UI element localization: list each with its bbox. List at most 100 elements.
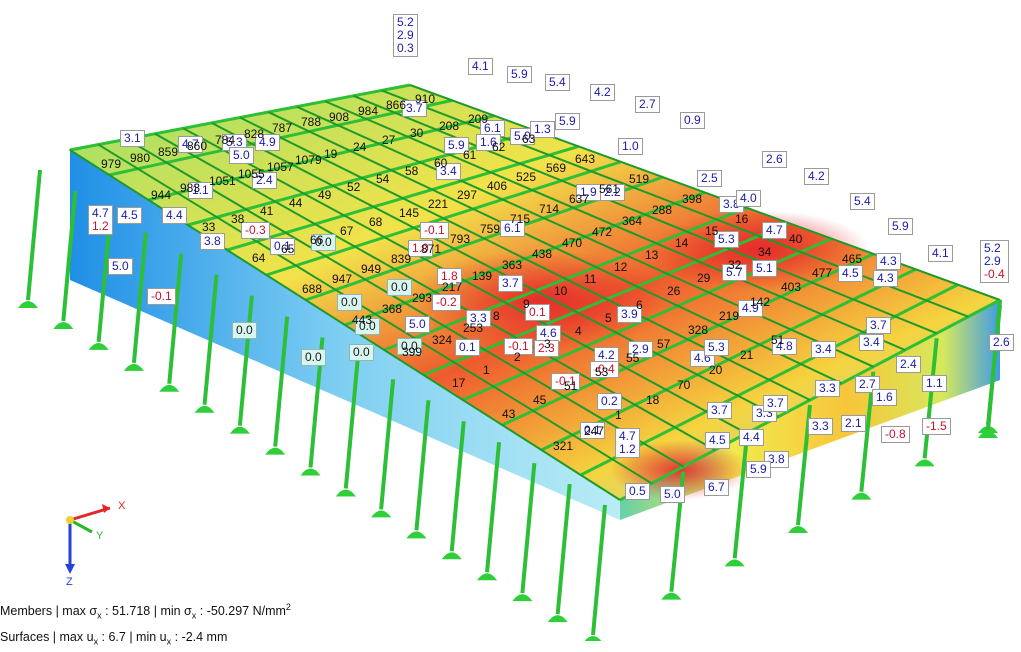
column	[584, 504, 607, 641]
support-icon	[18, 301, 38, 308]
support-icon	[441, 552, 462, 560]
result-value-label: 3.4	[811, 341, 836, 358]
members-legend-line: Members | max σx : 51.718 | min σx : -50…	[0, 602, 291, 621]
result-value-label: 3.7	[402, 100, 427, 117]
column	[18, 169, 42, 308]
result-value-label: 4.4	[162, 207, 187, 224]
member-number: 288	[652, 203, 673, 217]
support-icon	[300, 468, 321, 476]
member-number: 839	[391, 252, 412, 266]
result-value-label: 0.0	[387, 279, 412, 296]
member-number: 60	[434, 156, 448, 170]
member-number: 51	[564, 379, 578, 393]
result-value-label: -0.1	[504, 338, 533, 355]
result-value-label: 4.0	[736, 190, 761, 207]
member-number: 793	[450, 232, 471, 246]
result-value-label: 2.4	[252, 172, 277, 189]
column	[159, 253, 184, 392]
member-number: 54	[376, 172, 390, 186]
member-number: 321	[553, 439, 574, 453]
member-number: 209	[468, 112, 489, 126]
result-value-label: -0.1	[551, 373, 580, 390]
roof-rafter	[324, 100, 906, 351]
roof-rafter	[126, 138, 684, 468]
member-number: 983	[180, 181, 201, 195]
result-value-label: 0.1	[455, 339, 480, 356]
result-value-label: 4.9	[255, 134, 280, 151]
column	[123, 232, 148, 371]
member-number: 43	[502, 407, 516, 421]
member-number: 58	[405, 164, 419, 178]
member-number: 10	[554, 284, 568, 298]
result-value-label: 5.0	[405, 316, 430, 333]
member-number: 908	[329, 110, 350, 124]
column	[512, 462, 537, 602]
member-number: 13	[645, 248, 659, 262]
result-value-label: 1.3	[530, 121, 555, 138]
member-number: 3	[544, 337, 551, 351]
column	[371, 379, 396, 518]
member-number: 828	[244, 127, 265, 141]
support-icon	[371, 510, 392, 518]
member-number: 5	[605, 311, 612, 325]
member-number: 944	[151, 188, 172, 202]
roof-rafter	[97, 143, 653, 485]
member-number: 1057	[267, 160, 294, 174]
member-number: 9	[523, 297, 530, 311]
member-number: 364	[622, 214, 643, 228]
result-value-label: 0.0	[232, 322, 257, 339]
member-number: 247	[584, 424, 605, 438]
member-number: 208	[439, 119, 460, 133]
result-value-label: -1.5	[922, 418, 951, 435]
result-value-label: 5.9	[746, 461, 771, 478]
result-value-label: 2.2	[600, 184, 625, 201]
support-icon	[584, 636, 602, 641]
result-value-label: 3.3	[466, 310, 491, 327]
result-value-label: 2.9	[628, 341, 653, 358]
member-number: 67	[340, 224, 354, 238]
member-number: 866	[386, 98, 407, 112]
support-icon	[88, 342, 109, 350]
result-value-label: 6.1	[500, 220, 525, 237]
axis-triad	[65, 504, 111, 574]
result-value-label: 2.5	[697, 170, 722, 187]
roof-rafter	[267, 111, 843, 385]
result-value-label: 1.0	[408, 240, 433, 257]
member-number: 32	[728, 258, 742, 272]
result-value-label: -0.1	[420, 222, 449, 239]
member-number: 34	[758, 245, 772, 259]
result-value-label: 2.6	[989, 334, 1014, 351]
member-number: 61	[463, 148, 477, 162]
result-value-label: 3.1	[120, 130, 145, 147]
column	[477, 442, 502, 581]
member-number: 221	[428, 197, 449, 211]
member-number: 19	[324, 147, 338, 161]
member-number: 399	[402, 345, 423, 359]
result-value-label: 1.1	[922, 375, 947, 392]
member-number: 949	[361, 262, 382, 276]
result-value-label: 2.1	[841, 415, 866, 432]
member-number: 49	[318, 188, 332, 202]
column	[914, 338, 939, 467]
column	[335, 358, 360, 497]
member-number: 66	[310, 233, 324, 247]
support-icon	[335, 489, 356, 497]
result-value-label: 4.3	[876, 253, 901, 270]
member-number: 30	[410, 126, 424, 140]
member-number: 860	[187, 139, 208, 153]
member-number: 403	[781, 280, 802, 294]
member-number: 24	[353, 140, 367, 154]
member-number: 40	[789, 232, 803, 246]
member-number: 293	[412, 291, 433, 305]
result-value-label: 3.7	[498, 275, 523, 292]
member-number: 784	[215, 133, 236, 147]
member-number: 21	[740, 348, 754, 362]
result-value-label: 3.7	[866, 317, 891, 334]
member-number: 55	[626, 351, 640, 365]
member-number: 859	[158, 145, 179, 159]
result-value-label: 5.2 2.9 0.3	[393, 14, 418, 57]
result-value-label: 1.9	[576, 184, 601, 201]
surfaces-legend-line: Surfaces | max ux : 6.7 | min ux : -2.4 …	[0, 629, 228, 647]
member-number: 470	[562, 236, 583, 250]
